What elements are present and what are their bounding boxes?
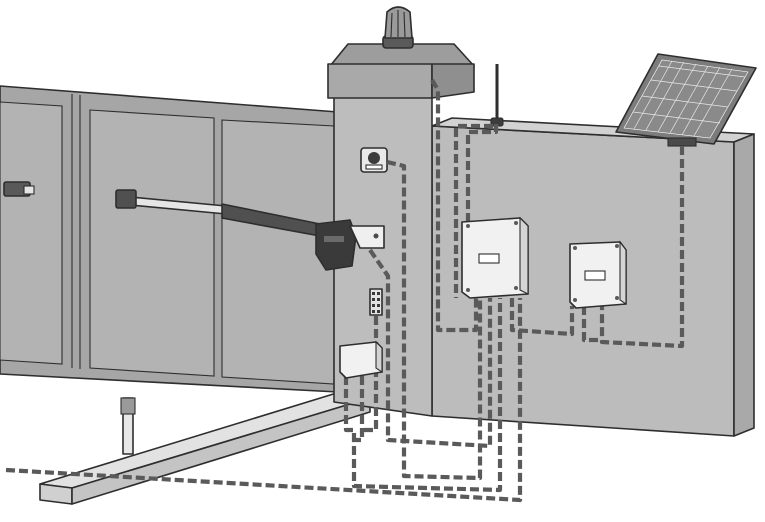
warning-lamp-rib xyxy=(390,12,393,38)
battery-box-display xyxy=(584,270,606,281)
pillar-cap-front xyxy=(327,63,433,99)
cable-battery xyxy=(509,298,602,343)
actuator-front-bracket xyxy=(115,189,137,209)
photocell-lens xyxy=(368,152,380,164)
cable-actuator xyxy=(368,248,493,449)
battery-box-side xyxy=(619,240,627,306)
gate-panel-middle xyxy=(89,109,215,377)
battery-box-screws xyxy=(573,244,619,302)
actuator-rear-bracket xyxy=(349,225,385,249)
cable-solar xyxy=(599,146,685,349)
cable-antenna xyxy=(465,124,499,222)
gate-actuator-arm-icon xyxy=(115,189,385,271)
ground-beam-side xyxy=(71,397,371,505)
solar-panel-cells xyxy=(623,59,749,139)
ground-beam-front xyxy=(39,483,73,505)
actuator-motor-highlight xyxy=(324,236,344,242)
photocell-label xyxy=(365,164,383,170)
solar-panel-grid xyxy=(632,60,746,137)
cable-junction-2 xyxy=(350,376,365,443)
cable-junction xyxy=(343,298,503,493)
cable-lamp-antenna xyxy=(430,78,496,333)
actuator-bracket-bolt xyxy=(373,233,379,239)
cable-keypad xyxy=(362,316,379,433)
control-unit-box-side xyxy=(519,216,529,295)
keypad-buttons xyxy=(372,292,380,313)
pillar-cap-side xyxy=(431,63,475,99)
wiring-cables xyxy=(5,78,685,503)
gate-panel-far-left xyxy=(0,101,63,365)
warning-lamp-rib xyxy=(403,11,406,38)
control-unit-screws xyxy=(466,221,518,292)
cable-photocell xyxy=(386,159,483,481)
actuator-motor xyxy=(315,219,357,271)
gate-stopper-cap xyxy=(120,397,136,415)
solar-panel-bracket xyxy=(667,137,697,147)
keypad-icon xyxy=(369,288,383,316)
junction-box-side xyxy=(375,340,383,374)
control-unit-display xyxy=(478,253,500,264)
left-actuator-end xyxy=(23,185,35,195)
wall-side-face xyxy=(733,133,755,437)
cable-ground-return xyxy=(5,298,523,503)
